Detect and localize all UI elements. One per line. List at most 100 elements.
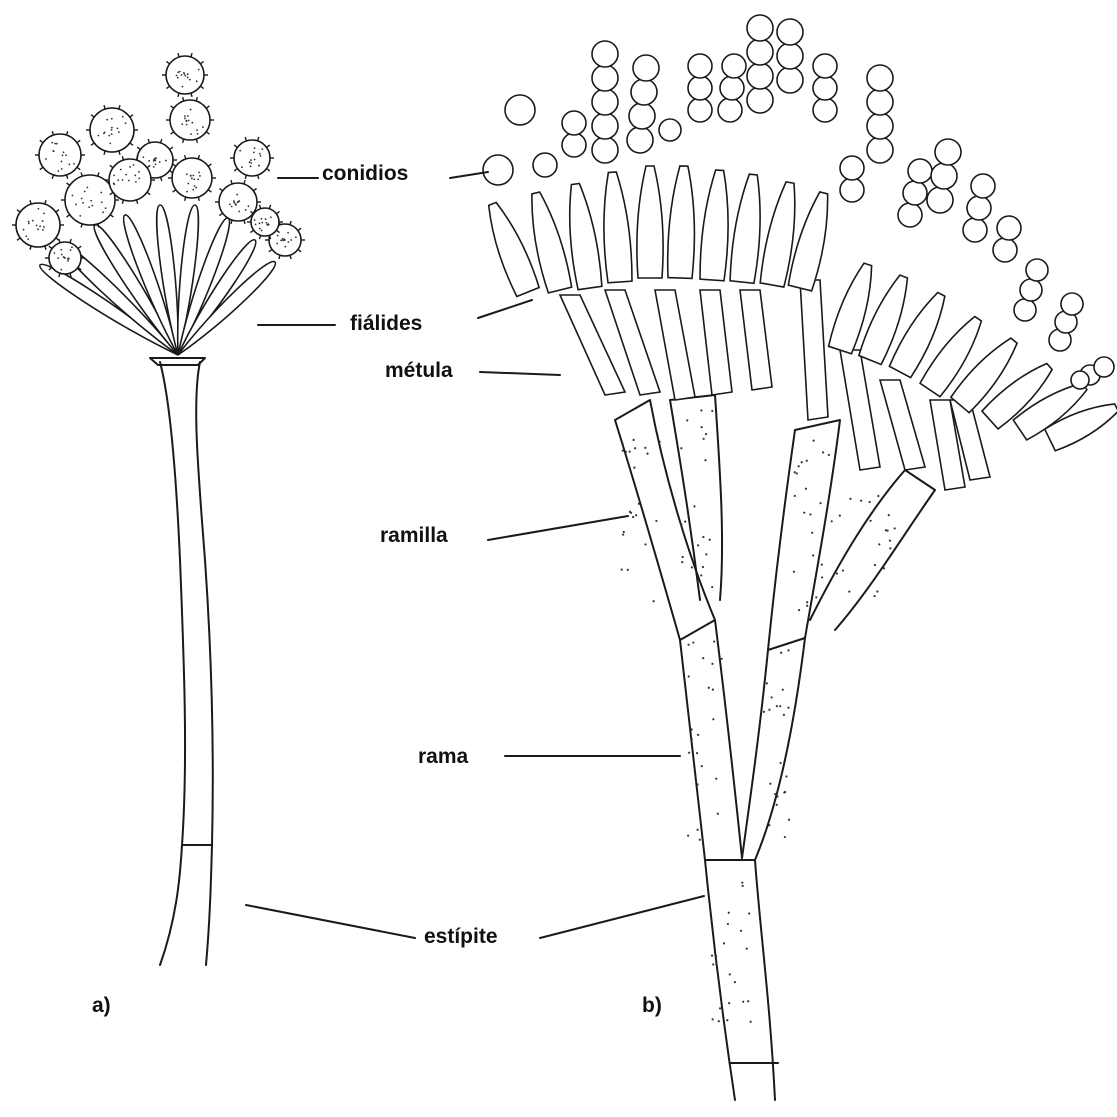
conidium [967,196,991,220]
speckle [653,600,655,602]
speckle [712,718,714,720]
conidium [1061,293,1083,315]
speckle [684,521,686,523]
speckle [831,520,833,522]
speckle [701,765,703,767]
speckle [889,547,891,549]
panel-label-a: a) [92,995,111,1016]
conidium [659,119,681,141]
speckle [723,942,725,944]
conidium [230,137,274,179]
speckle [638,503,640,505]
conidium [777,67,803,93]
speckle [718,1020,720,1022]
stipe-a [160,362,185,965]
speckle [686,419,688,421]
conidium [747,15,773,41]
speckle [701,426,703,428]
speckle [681,561,683,563]
phialide [480,199,540,297]
label-ramilla: ramilla [380,525,448,546]
conidium [1014,299,1036,321]
speckle [877,495,879,497]
speckle [680,447,682,449]
speckle [689,527,691,529]
speckle [633,467,635,469]
speckle [726,1019,728,1021]
speckle [709,539,711,541]
speckle [697,783,699,785]
conidium [1026,259,1048,281]
label-conidios: conidios [322,163,408,184]
speckle [711,410,713,412]
conidium [993,238,1017,262]
speckle [883,567,885,569]
phialide [699,169,733,281]
conidium [747,39,773,65]
speckle [794,495,796,497]
speckle [822,451,824,453]
speckle [763,711,765,713]
metula [700,290,732,395]
conidium [35,131,85,179]
speckle [740,930,742,932]
conidium [168,155,216,201]
conidium [562,133,586,157]
speckle [796,472,798,474]
label-metula: métula [385,360,453,381]
speckle [860,500,862,502]
speckle [708,687,710,689]
rama-left [680,620,742,860]
speckle [793,571,795,573]
conidium [813,98,837,122]
leader-estipite-a [246,905,415,938]
conidium [592,65,618,91]
speckle [622,443,624,445]
speckle [659,441,661,443]
speckle [869,520,871,522]
speckle [746,948,748,950]
speckle [700,409,702,411]
speckle [889,540,891,542]
conidium [722,54,746,78]
conidium [483,155,513,185]
speckle [768,824,770,826]
speckle [712,1018,714,1020]
speckle [702,536,704,538]
speckle [806,460,808,462]
speckle [702,566,704,568]
metula [800,280,828,420]
speckle [687,835,689,837]
speckle [634,447,636,449]
speckle [646,453,648,455]
conidium [633,55,659,81]
conidium [562,111,586,135]
speckle [780,652,782,654]
conidium [592,113,618,139]
speckle [783,714,785,716]
speckle [774,793,776,795]
conidium [688,54,712,78]
conidium [867,113,893,139]
speckle [766,682,768,684]
speckle [691,728,693,730]
metula [655,290,695,400]
speckle [779,762,781,764]
speckle [711,663,713,665]
speckle [702,657,704,659]
speckle [715,778,717,780]
speckle [711,586,713,588]
conidium [747,87,773,113]
conidium [898,203,922,227]
conidium [813,76,837,100]
conidium [505,95,535,125]
speckle [629,451,631,453]
phialide [729,173,766,283]
speckle [769,783,771,785]
speckle [798,609,800,611]
conidium [86,105,138,154]
conidium [935,139,961,165]
leader-fialides-b [478,300,532,318]
speckle [813,440,815,442]
speckle [721,658,723,660]
